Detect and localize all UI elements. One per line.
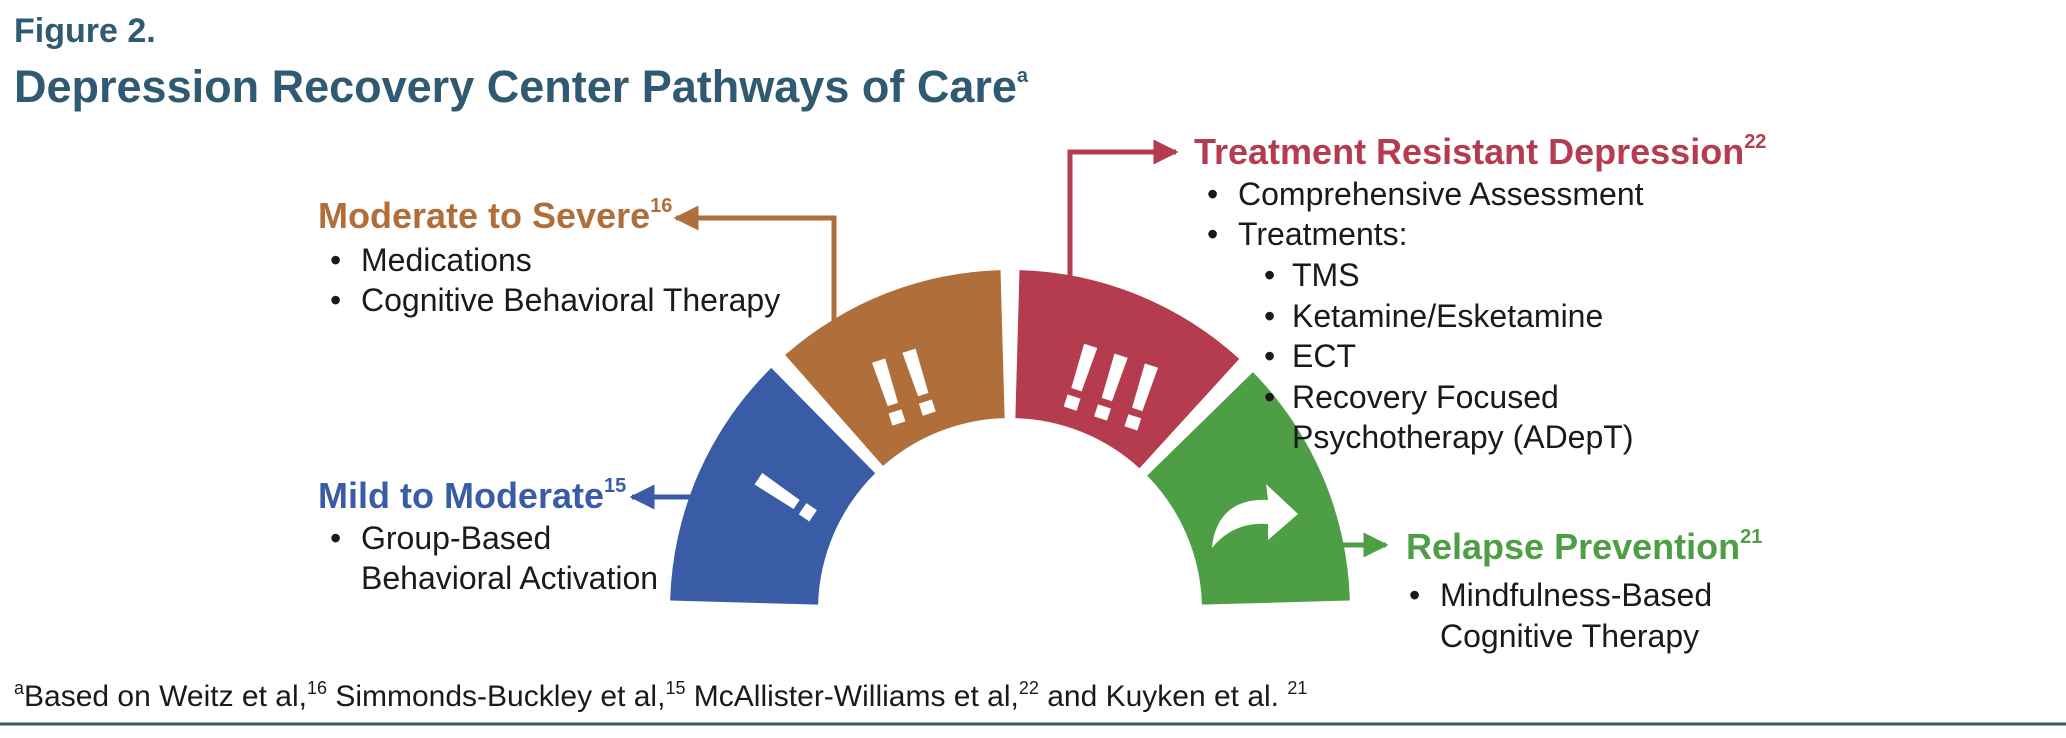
relapse-pathway: Relapse Prevention21 • Mindfulness-Based…: [1406, 526, 1762, 654]
moderate-pathway-title: Moderate to Severe16: [318, 195, 672, 236]
resistant-item: Treatments:: [1238, 216, 1408, 252]
relapse-bullet: •: [1409, 577, 1420, 613]
resistant-subbullet: •: [1264, 338, 1275, 374]
resistant-pathway-arrow: [1067, 139, 1179, 328]
resistant-subitem: Recovery Focused: [1292, 379, 1559, 415]
severity-arc: [670, 270, 1350, 605]
resistant-subbullet: •: [1264, 257, 1275, 293]
moderate-pathway-arrow: [673, 205, 837, 375]
resistant-item: Comprehensive Assessment: [1238, 176, 1644, 212]
mild-pathway: Mild to Moderate15 • Group-Based Behavio…: [318, 475, 658, 596]
arc-segment-mild: [670, 367, 876, 605]
moderate-pathway: Moderate to Severe16 • Medications • Cog…: [318, 195, 780, 318]
resistant-pathway-title: Treatment Resistant Depression22: [1194, 131, 1766, 172]
arc-segment-relapse: [1147, 372, 1350, 605]
title-footnote-marker: a: [1017, 65, 1029, 87]
footnote: aBased on Weitz et al,16 Simmonds-Buckle…: [14, 678, 1307, 713]
resistant-bullet: •: [1207, 176, 1218, 212]
resistant-subitem: Ketamine/Esketamine: [1292, 298, 1603, 334]
relapse-item: Mindfulness-Based: [1440, 577, 1712, 613]
resistant-pathway: Treatment Resistant Depression22 • Compr…: [1194, 131, 1766, 455]
mild-pathway-title: Mild to Moderate15: [318, 475, 626, 516]
moderate-item: Medications: [361, 242, 532, 278]
relapse-item: Cognitive Therapy: [1440, 618, 1699, 654]
figure-label: Figure 2.: [14, 12, 156, 50]
relapse-pathway-title: Relapse Prevention21: [1406, 526, 1762, 567]
arc-segment-moderate: [785, 270, 1005, 466]
moderate-item: Cognitive Behavioral Therapy: [361, 282, 780, 318]
resistant-subitem: Psychotherapy (ADepT): [1292, 419, 1633, 455]
mild-bullet: •: [330, 520, 341, 556]
resistant-subbullet: •: [1264, 379, 1275, 415]
resistant-subitem: ECT: [1292, 338, 1356, 374]
moderate-bullet: •: [330, 282, 341, 318]
curved-arrow-icon: [1212, 484, 1298, 548]
resistant-subbullet: •: [1264, 298, 1275, 334]
resistant-subitem: TMS: [1292, 257, 1360, 293]
resistant-bullet: •: [1207, 216, 1218, 252]
page-title: Depression Recovery Center Pathways of C…: [14, 61, 1029, 112]
mild-item: Behavioral Activation: [361, 560, 658, 596]
moderate-bullet: •: [330, 242, 341, 278]
mild-item: Group-Based: [361, 520, 551, 556]
